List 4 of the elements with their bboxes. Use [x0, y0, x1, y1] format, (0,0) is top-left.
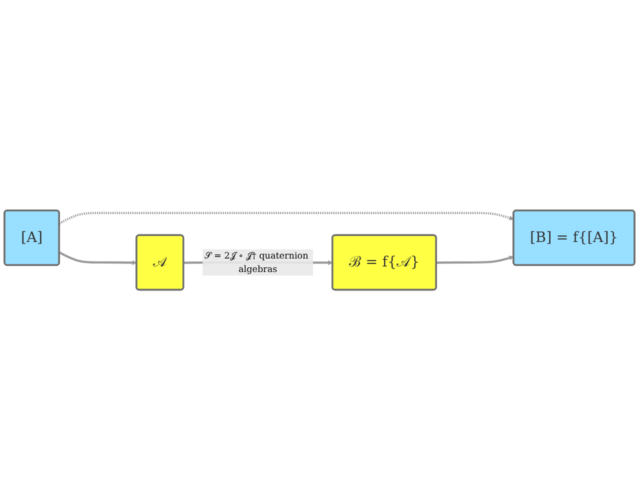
arrow	[58, 251, 137, 265]
arrow	[436, 256, 514, 264]
edge-label: 𝒮 = 2𝒥 ∘ 𝒥† quaternion algebras	[204, 250, 308, 274]
arrow	[58, 212, 514, 224]
